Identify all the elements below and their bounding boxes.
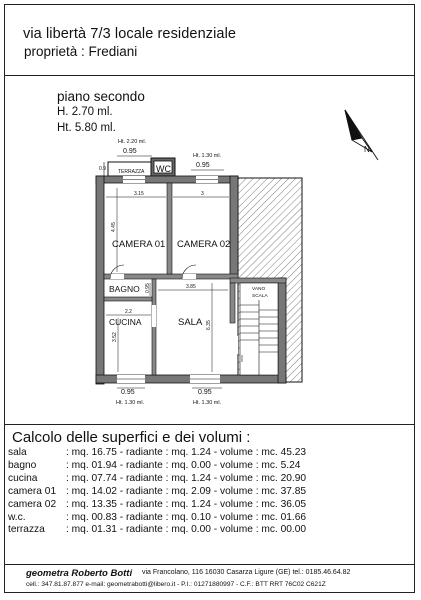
terrazza-label: TERRAZZA <box>118 169 145 175</box>
calc-room-values: : mq. 01.94 - radiante : mq. 0.00 - volu… <box>66 459 301 471</box>
floor-title: piano secondo <box>57 89 145 104</box>
dim-camera02-width: 3 <box>201 191 204 197</box>
calc-room-name: bagno <box>8 459 37 471</box>
wc-label: WC <box>156 164 171 174</box>
dim-bagno-height: 0.95 <box>145 283 151 293</box>
calc-room-values: : mq. 14.02 - radiante : mq. 2.09 - volu… <box>66 485 307 497</box>
calc-room-name: camera 02 <box>8 498 57 510</box>
calc-rows: sala : mq. 16.75 - radiante : mq. 1.24 - … <box>8 447 306 537</box>
surveyor-name: geometra Roberto Botti <box>26 568 133 579</box>
calc-row: camera 01 : mq. 14.02 - radiante : mq. 2.… <box>8 486 306 499</box>
calc-row: sala : mq. 16.75 - radiante : mq. 1.24 - … <box>8 447 306 460</box>
calc-room-values: : mq. 07.74 - radiante : mq. 1.24 - volu… <box>66 472 307 484</box>
surveyor-stamp: geometra Roberto Botti via Francolano, 1… <box>4 564 415 593</box>
calc-room-name: w.c. <box>8 511 26 523</box>
total-height-label: Ht. 5.80 ml. <box>57 122 116 134</box>
dim-camera01-width: 3.15 <box>134 191 144 197</box>
dim-sala-width: 3.85 <box>186 284 196 290</box>
drawing-sheet <box>4 4 415 593</box>
title-block: via libertà 7/3 locale residenziale prop… <box>4 4 415 76</box>
calc-room-name: camera 01 <box>8 485 57 497</box>
room-bagno: BAGNO <box>109 284 140 294</box>
calc-row: bagno : mq. 01.94 - radiante : mq. 0.00 -… <box>8 460 306 473</box>
calc-row: w.c. : mq. 00.83 - radiante : mq. 0.10 - … <box>8 512 306 525</box>
dim-window-bottom-left: 0.95 <box>121 389 135 396</box>
surveyor-contacts: cell.: 347.81.87.877 e-mail: geometrabot… <box>26 581 326 588</box>
calc-room-name: cucina <box>8 472 38 484</box>
dim-window-top-right-height: Ht. 1.30 ml. <box>193 153 222 159</box>
calc-room-values: : mq. 00.83 - radiante : mq. 0.10 - volu… <box>66 511 307 523</box>
dim-camera01-height: 4.45 <box>111 222 117 232</box>
dim-window-top-left: 0.95 <box>123 148 137 155</box>
calc-room-values: : mq. 16.75 - radiante : mq. 1.24 - volu… <box>66 447 307 458</box>
calc-room-name: sala <box>8 447 27 458</box>
surveyor-address: via Francolano, 116 16030 Casarza Ligure… <box>142 569 351 576</box>
dim-window-bottom-right-height: Ht. 1.30 ml. <box>193 400 222 406</box>
calc-room-values: : mq. 13.35 - radiante : mq. 1.24 - volu… <box>66 498 307 510</box>
room-sala: SALA <box>178 317 203 328</box>
dim-cucina-height: 3.52 <box>112 332 118 342</box>
calc-row: camera 02 : mq. 13.35 - radiante : mq. 1.… <box>8 499 306 512</box>
dim-window-bottom-right: 0.95 <box>198 389 212 396</box>
scala-label: SCALA <box>252 293 269 299</box>
calc-row: terrazza : mq. 01.31 - radiante : mq. 0.0… <box>8 524 306 537</box>
dim-window-bottom-left-height: Ht. 1.30 ml. <box>116 400 145 406</box>
calc-title: Calcolo delle superfici e dei volumi : <box>12 429 251 446</box>
room-camera-01: CAMERA 01 <box>112 239 165 250</box>
surfaces-volumes-table: Calcolo delle superfici e dei volumi : s… <box>4 424 415 564</box>
height-label: H. 2.70 ml. <box>57 106 113 118</box>
vano-label: VANO <box>252 286 266 292</box>
calc-room-name: terrazza <box>8 524 45 536</box>
dim-window-top-right: 0.95 <box>196 162 210 169</box>
address-line: via libertà 7/3 locale residenziale <box>23 26 237 42</box>
room-cucina: CUCINA <box>109 317 142 327</box>
dim-sala-height: 6.35 <box>206 320 212 330</box>
north-arrow-icon: N <box>344 109 379 161</box>
calc-room-values: : mq. 01.31 - radiante : mq. 0.00 - volu… <box>66 524 307 536</box>
room-camera-02: CAMERA 02 <box>177 239 230 250</box>
staircase: VANO SCALA <box>239 282 279 376</box>
owner-line: proprietà : Frediani <box>24 44 138 59</box>
north-label: N <box>364 145 370 154</box>
dim-window-top-left-height: Ht. 2.20 ml. <box>118 139 147 145</box>
dim-cucina-width: 2.2 <box>125 309 132 315</box>
calc-row: cucina : mq. 07.74 - radiante : mq. 1.24 … <box>8 473 306 486</box>
dim-terrazza-side: 0.9 <box>99 166 106 172</box>
